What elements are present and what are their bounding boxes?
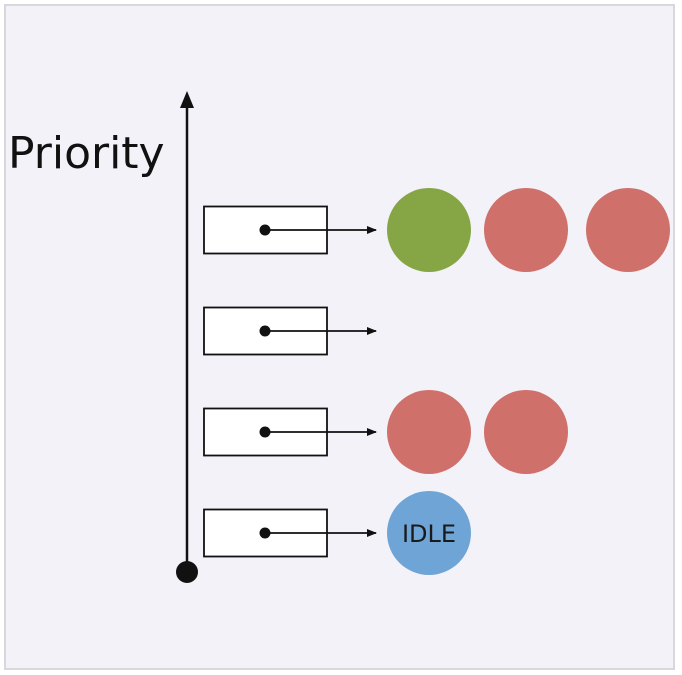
priority-queue-row: IDLE xyxy=(203,491,471,575)
running-task-circle xyxy=(387,188,471,272)
priority-axis-arrowhead xyxy=(180,91,194,108)
idle-task-circle xyxy=(387,491,471,575)
ready-task-circle xyxy=(586,188,670,272)
priority-queue-row xyxy=(203,188,670,272)
priority-axis-origin-dot xyxy=(176,561,198,583)
task-label: IDLE xyxy=(402,520,456,548)
priority-queue-row xyxy=(203,306,377,356)
ready-task-circle xyxy=(484,390,568,474)
ready-task-circle xyxy=(484,188,568,272)
priority-axis xyxy=(176,91,198,583)
priority-axis-label: Priority xyxy=(8,128,165,179)
priority-queue-row xyxy=(203,390,568,474)
diagram-frame xyxy=(4,4,675,670)
ready-task-circle xyxy=(387,390,471,474)
